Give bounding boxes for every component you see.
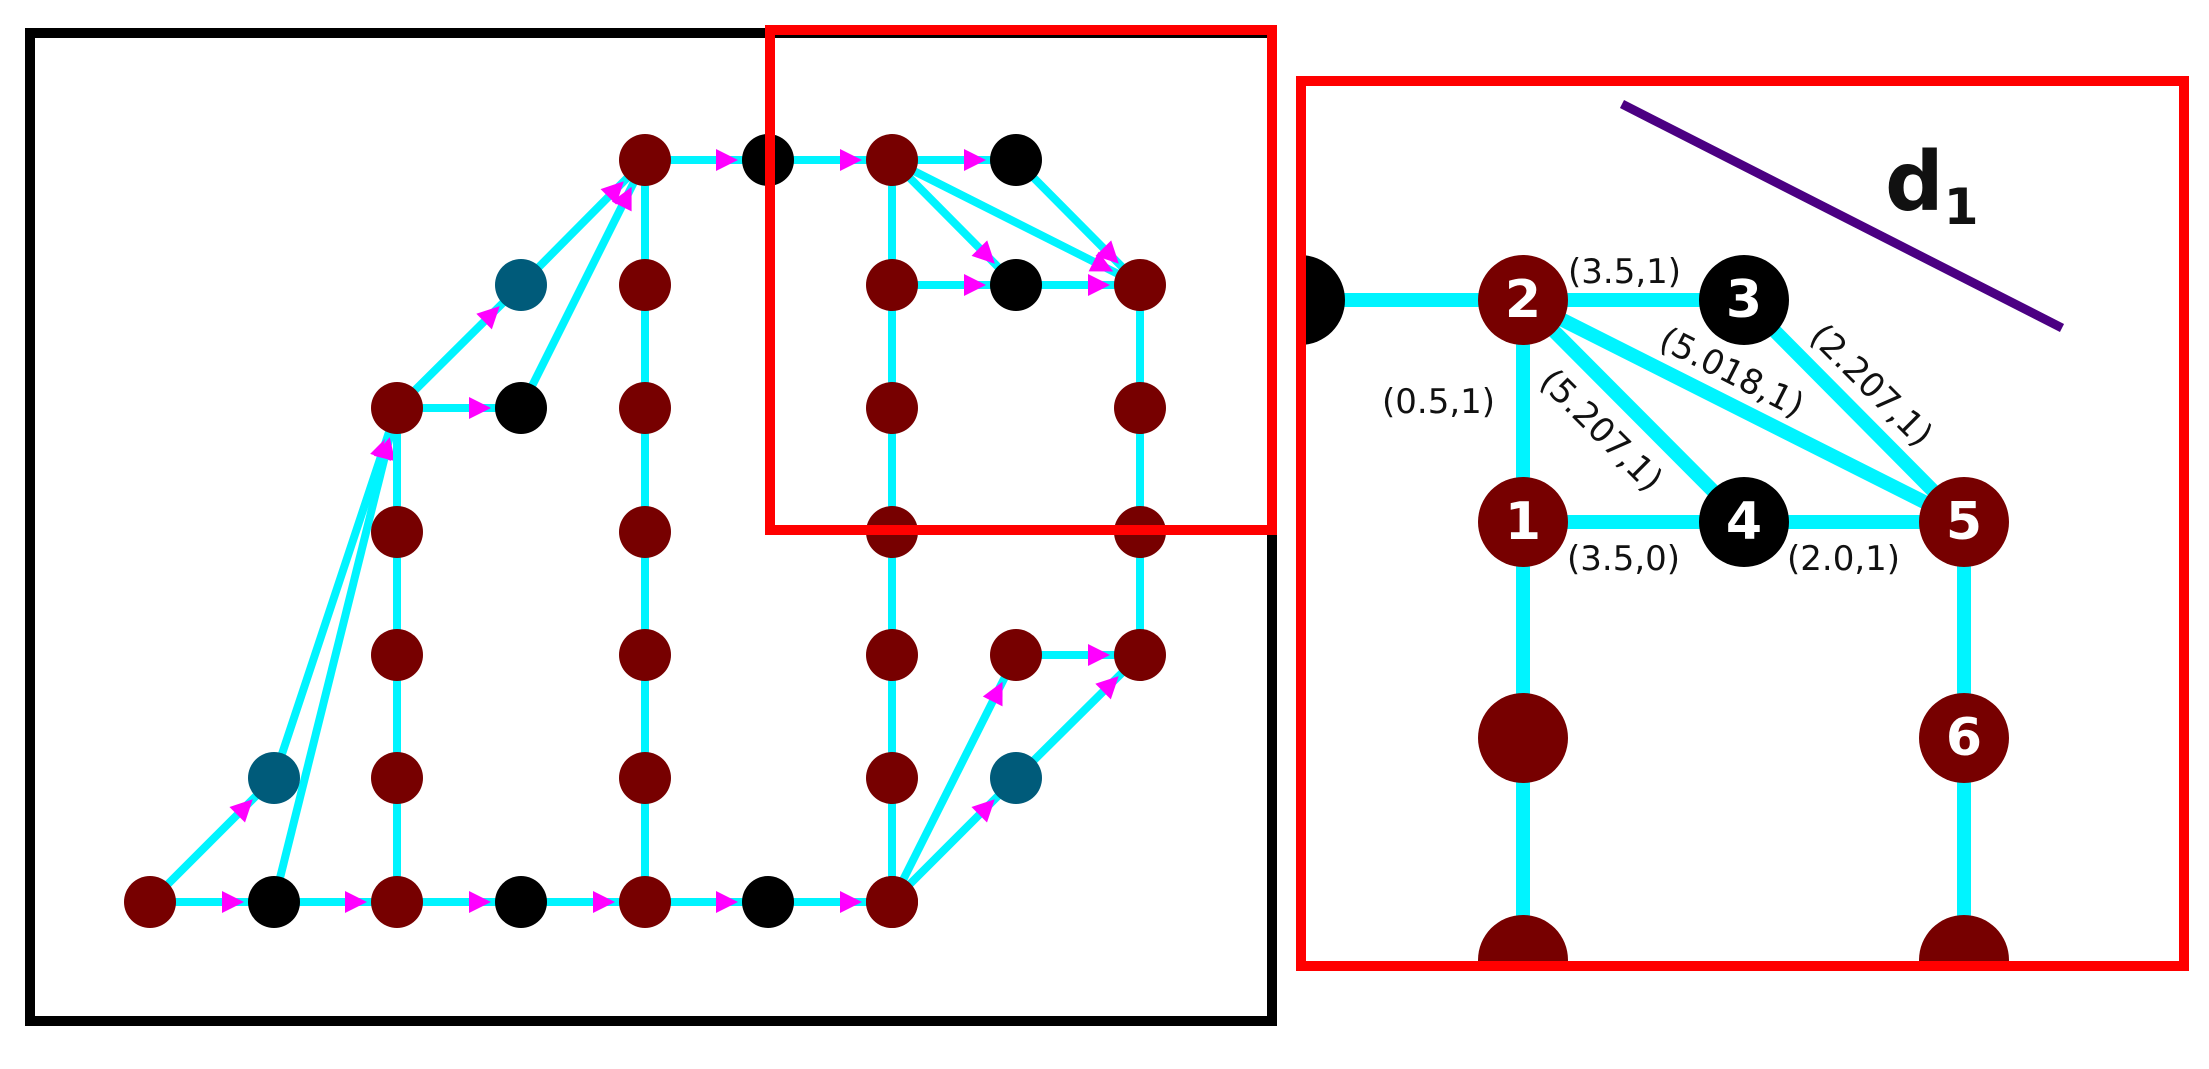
overview-node-c2	[619, 259, 671, 311]
overview-node-d7	[866, 876, 918, 928]
zoom-node-5-label: 5	[1946, 492, 1982, 552]
overview-edge-b6b-f5-arrowhead	[1088, 644, 1110, 666]
edge-label-4-5: (2.0,1)	[1787, 539, 1900, 579]
overview-edge-c1-c7-arrowhead	[716, 149, 738, 171]
overview-edge-c8-e2-arrowhead	[971, 240, 995, 264]
zoom-node-1: 1	[1478, 477, 1568, 567]
overview-edge-a5-a6-arrowhead	[716, 891, 738, 913]
overview-node-b6	[495, 382, 547, 434]
overview-node-a4	[495, 876, 547, 928]
distance-label-main: d	[1885, 135, 1944, 230]
overview-edge-a1-b1	[147, 775, 277, 905]
zoom-node-3-label: 3	[1726, 270, 1762, 330]
zoom-region-highlight	[765, 25, 1277, 535]
edge-label-2-3: (3.5,1)	[1568, 252, 1681, 292]
overview-edge-c8-f2-arrowhead	[1088, 251, 1114, 272]
overview-node-a5	[619, 876, 671, 928]
overview-node-c8	[866, 134, 918, 186]
overview-node-c3	[619, 382, 671, 434]
zoom-frame	[1296, 76, 2189, 971]
overview-node-c1	[619, 134, 671, 186]
zoom-node-6: 6	[1919, 693, 2009, 783]
zoom-bottom-right-node	[1919, 915, 2009, 966]
overview-panel	[25, 25, 1277, 1026]
overview-edge-c8-e1-arrowhead	[964, 149, 986, 171]
overview-node-d5	[866, 629, 918, 681]
overview-node-f3	[1114, 382, 1166, 434]
overview-edge-b2-b7	[394, 282, 524, 411]
zoom-node-1-label: 1	[1505, 492, 1541, 552]
zoom-edge-3-5	[1737, 293, 1971, 529]
zoom-bottom-left-node	[1478, 915, 1568, 966]
overview-edge-a7-e3	[889, 775, 1019, 905]
zoom-node-3: 3	[1699, 255, 1789, 345]
overview-node-c4	[619, 506, 671, 558]
zoom-edge-2-4	[1516, 293, 1751, 529]
overview-edge-e3-f5	[1013, 652, 1143, 781]
overview-node-a1	[124, 876, 176, 928]
zoom-panel: 1 2 3 4 5 6 (0.5,1) (3.5,1) (5.207,1) (5…	[1296, 76, 2189, 971]
overview-edge-a1-a2-arrowhead	[222, 891, 244, 913]
zoom-node-2-label: 2	[1505, 270, 1541, 330]
zoom-node-4: 4	[1699, 477, 1789, 567]
overview-node-d6	[866, 752, 918, 804]
overview-node-a6	[742, 876, 794, 928]
overview-edge-e1-f2-arrowhead	[1095, 240, 1119, 264]
overview-node-f2	[1114, 259, 1166, 311]
edge-label-2-1: (0.5,1)	[1382, 382, 1495, 422]
zoom-node-4-label: 4	[1726, 492, 1762, 552]
overview-node-f5	[1114, 629, 1166, 681]
overview-node-a2	[248, 876, 300, 928]
overview-node-b2	[371, 382, 423, 434]
overview-edges	[147, 149, 1144, 913]
overview-edge-b2-b6-arrowhead	[469, 397, 491, 419]
overview-edge-a2-b2-arrowhead	[373, 437, 396, 462]
overview-edge-b1-b2	[270, 406, 401, 780]
overview-edge-a3-a4-arrowhead	[469, 891, 491, 913]
edge-label-1-4: (3.5,0)	[1567, 539, 1680, 579]
zoom-node-2: 2	[1478, 255, 1568, 345]
overview-edge-b6-c1-arrowhead	[611, 186, 632, 212]
overview-edge-a7-e3-arrowhead	[971, 799, 995, 823]
overview-node-e3	[990, 752, 1042, 804]
overview-node-e2	[990, 259, 1042, 311]
overview-edge-a1-b1-arrowhead	[229, 799, 253, 823]
overview-edge-b7-c1	[518, 157, 648, 288]
overview-edge-e2-f2-arrowhead	[1088, 274, 1110, 296]
zoom-entry-node	[1301, 255, 1345, 345]
zoom-lower-left-node	[1478, 693, 1568, 783]
overview-node-b3	[371, 629, 423, 681]
zoom-edge-2-5	[1516, 293, 1971, 529]
overview-edge-c8-e2	[889, 157, 1019, 288]
overview-node-b1	[248, 752, 300, 804]
overview-edge-b2-b7-arrowhead	[476, 306, 500, 330]
overview-edge-d2-e2-arrowhead	[964, 274, 986, 296]
zoom-node-5: 5	[1919, 477, 2009, 567]
overview-edge-e3-f5-arrowhead	[1095, 676, 1119, 700]
distance-label-d1: d1	[1885, 135, 1979, 236]
overview-edge-e1-f2	[1013, 157, 1143, 288]
overview-node-d2	[866, 259, 918, 311]
zoom-node-6-label: 6	[1946, 708, 1982, 768]
overview-edge-a7-b6b-arrowhead	[982, 681, 1003, 707]
overview-node-c6	[619, 752, 671, 804]
overview-edge-c7-c8-arrowhead	[840, 149, 862, 171]
overview-node-b7	[495, 259, 547, 311]
overview-node-b5	[371, 752, 423, 804]
overview-node-c5	[619, 629, 671, 681]
overview-node-a3	[371, 876, 423, 928]
distance-line-d1	[1619, 99, 2065, 333]
overview-nodes	[124, 134, 1166, 928]
overview-node-b4	[371, 506, 423, 558]
overview-node-d3	[866, 382, 918, 434]
overview-node-b6b	[990, 629, 1042, 681]
overview-edge-a6-a7-arrowhead	[840, 891, 862, 913]
overview-node-e1	[990, 134, 1042, 186]
overview-edge-a4-a5-arrowhead	[593, 891, 615, 913]
distance-label-subscript: 1	[1944, 178, 1979, 236]
overview-edge-a2-a3-arrowhead	[345, 891, 367, 913]
overview-edge-a2-b2	[270, 407, 401, 903]
